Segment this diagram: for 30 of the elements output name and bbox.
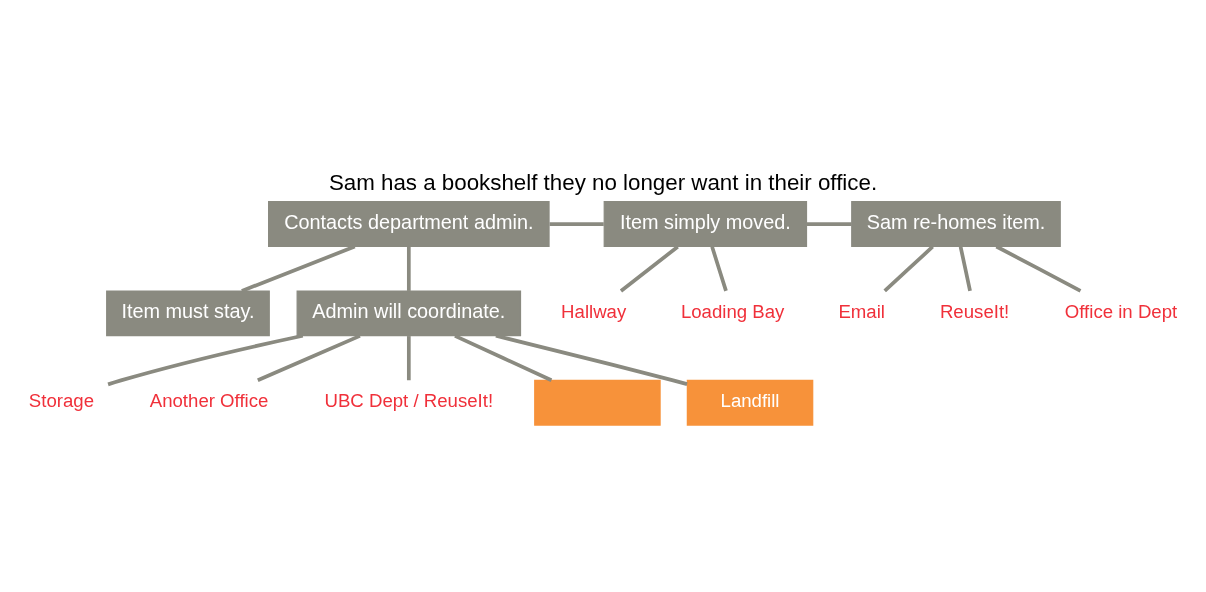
node-text: Storage [28,390,95,412]
node-text: Office in Dept [1064,300,1178,322]
node-box: Contacts department admin. [268,201,550,247]
node-box: Admin will coordinate. [296,290,522,337]
node-text: Hallway [561,300,627,322]
node-box: Landfill [686,379,814,426]
connector [995,244,1082,293]
connector [406,336,411,381]
connector [710,246,728,292]
connector [495,333,688,386]
node-box: Item simply moved. [603,201,808,247]
connector [107,333,304,387]
connector [806,222,852,226]
connector [454,334,553,382]
connector [241,244,356,293]
node-box [534,379,661,426]
connector [619,245,679,293]
connector [549,222,604,226]
connector [958,246,972,292]
node-text: UBC Dept / ReuseIt! [324,390,494,412]
connector [257,334,361,382]
node-text: ReuseIt! [939,300,1010,322]
node-text: Another Office [149,390,269,412]
node-box: Item must stay. [106,290,270,337]
node-text: Loading Bay [680,300,785,322]
connector [406,246,411,291]
node-text: Email [838,300,885,322]
diagram-title: Sam has a bookshelf they no longer want in their office. [328,169,878,195]
connector [883,245,934,293]
node-box: Sam re-homes item. [851,201,1061,247]
